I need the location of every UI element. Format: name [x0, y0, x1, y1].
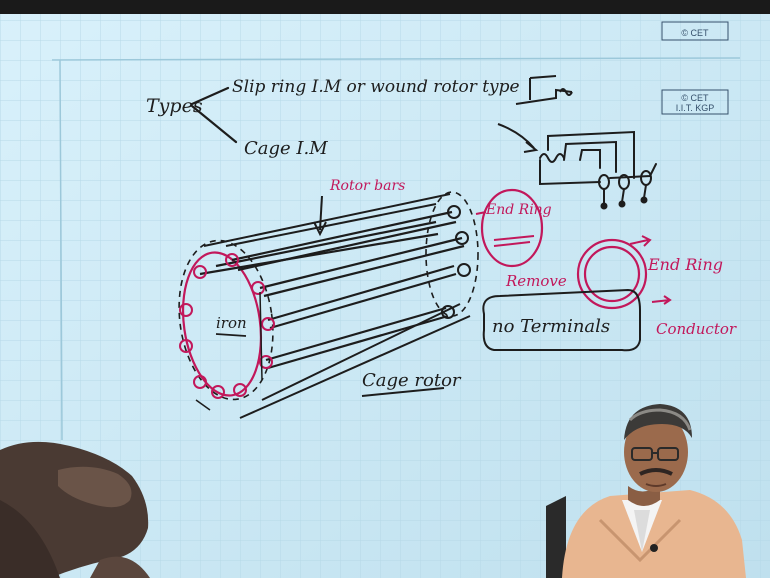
cage-rotor-drawing: iron [178, 191, 479, 419]
label-remove: Remove [505, 272, 567, 290]
watermark-line1: © CET [681, 93, 709, 103]
watermark-top: © CET [661, 21, 729, 41]
note-types: Types [146, 95, 203, 117]
watermark-line2: I.I.T. KGP [676, 103, 715, 113]
watermark-badge: © CET I.I.T. KGP [661, 89, 729, 115]
label-rotor-bars: Rotor bars [329, 178, 405, 194]
end-ring-circle [480, 188, 544, 268]
slip-ring-terminal-icon [515, 75, 573, 105]
no-terminals-box [482, 288, 641, 352]
note-slip-ring: Slip ring I.M or wound rotor type [232, 77, 520, 97]
label-end-ring-circled: End Ring [485, 202, 552, 218]
label-end-ring: End Ring [647, 255, 723, 274]
watermark-top-text: © CET [681, 28, 709, 38]
label-no-terminals: no Terminals [492, 316, 610, 337]
note-cage-im: Cage I.M [244, 138, 328, 159]
rotor-winding-diagram [539, 130, 657, 210]
end-ring-drawing [576, 238, 648, 310]
label-conductor: Conductor [656, 320, 737, 338]
presenter [546, 404, 746, 578]
types-brace [190, 86, 238, 144]
presenter-hand [0, 441, 150, 578]
label-cage-rotor: Cage rotor [362, 370, 462, 391]
label-iron: iron [216, 314, 247, 332]
